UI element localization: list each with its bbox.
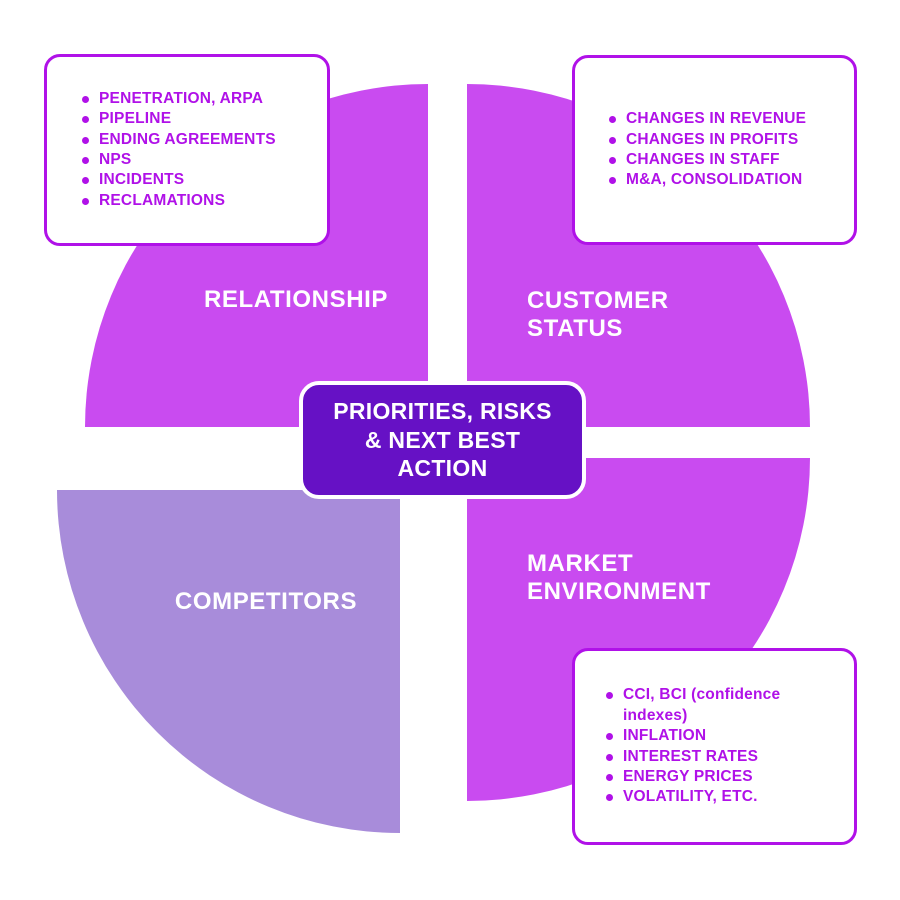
quadrant-competitors <box>57 490 400 833</box>
list-item: PENETRATION, ARPA <box>81 89 317 109</box>
list-item: CCI, BCI (confidence indexes) <box>605 685 846 726</box>
label-line: STATUS <box>527 315 624 343</box>
list-item: VOLATILITY, ETC. <box>605 787 846 807</box>
list-item: PIPELINE <box>81 109 317 129</box>
list-item: RECLAMATIONS <box>81 191 317 211</box>
list-item: INFLATION <box>605 726 846 746</box>
list-item: CHANGES IN STAFF <box>608 150 846 170</box>
list-item: INCIDENTS <box>81 170 317 190</box>
list-item: NPS <box>81 150 317 170</box>
label-line: COMPETITORS <box>174 588 358 615</box>
list-item: CHANGES IN PROFITS <box>608 130 846 150</box>
label-line: ENVIRONMENT <box>527 578 711 606</box>
center-title-line: ACTION <box>397 455 488 482</box>
center-title-line: PRIORITIES, RISKS <box>333 397 552 424</box>
quadrant-label-competitors: COMPETITORS <box>116 588 416 616</box>
list-item: ENERGY PRICES <box>605 767 846 787</box>
label-line: RELATIONSHIP <box>203 286 389 313</box>
center-title-line: & NEXT BEST <box>364 426 521 453</box>
list-item: CHANGES IN REVENUE <box>608 109 846 129</box>
list-item: INTEREST RATES <box>605 747 846 767</box>
label-line: MARKET <box>527 550 634 577</box>
label-line: CUSTOMER <box>527 287 669 314</box>
list-item: ENDING AGREEMENTS <box>81 130 317 150</box>
quadrant-label-relationship: RELATIONSHIP <box>146 286 446 314</box>
list-item: M&A, CONSOLIDATION <box>608 170 846 190</box>
